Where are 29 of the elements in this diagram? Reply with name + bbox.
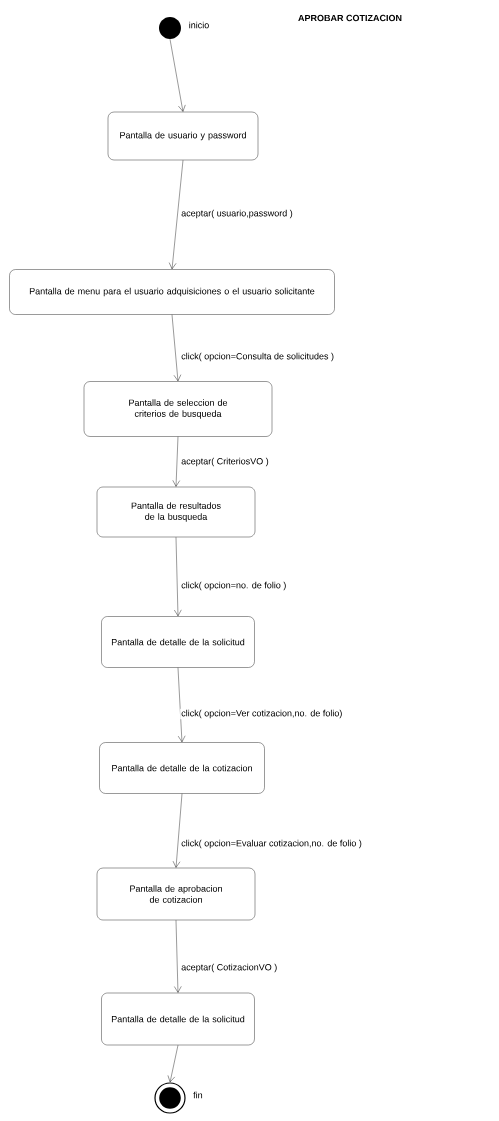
state-label: fin — [193, 1091, 203, 1099]
arrow — [177, 667, 186, 743]
edge-label: aceptar( CotizacionVO ) — [181, 963, 277, 973]
state-box: Pantalla de seleccion de criterios de busqueda — [83, 381, 273, 437]
edge-label: aceptar( CriteriosVO ) — [181, 457, 269, 467]
edge-label: aceptar( usuario,password ) — [181, 209, 293, 219]
state-box: Pantalla de detalle de la solicitud — [101, 616, 255, 668]
edge-label: click( opcion=Evaluar cotizacion,no. de folio ) — [181, 839, 362, 849]
state-box: Pantalla de detalle de la solicitud — [101, 992, 255, 1046]
arrow — [168, 160, 184, 270]
arrow — [167, 1045, 179, 1083]
arrow — [174, 537, 182, 617]
arrow — [172, 793, 183, 868]
edge-label: click( opcion=Ver cotizacion,no. de folio) — [181, 709, 342, 719]
arrow — [171, 314, 182, 382]
state-box: Pantalla de resultados de la busqueda — [96, 486, 256, 538]
state-box: Pantalla de menu para el usuario adquisiciones o el usuario solicitante — [9, 269, 335, 315]
state-box: Pantalla de detalle de la cotizacion — [99, 742, 265, 794]
diagram-title: APROBAR COTIZACION — [298, 14, 402, 22]
edge-label: click( opcion=no. de folio ) — [181, 581, 286, 591]
final-state — [154, 1082, 186, 1114]
state-label: inicio — [189, 21, 209, 29]
initial-state — [159, 17, 181, 39]
state-box: Pantalla de usuario y password — [107, 111, 259, 161]
state-box: Pantalla de aprobacion de cotizacion — [96, 867, 256, 921]
arrow — [172, 436, 180, 487]
arrow — [174, 920, 182, 993]
edge-label: click( opcion=Consulta de solicitudes ) — [181, 352, 334, 362]
arrow — [169, 39, 186, 112]
